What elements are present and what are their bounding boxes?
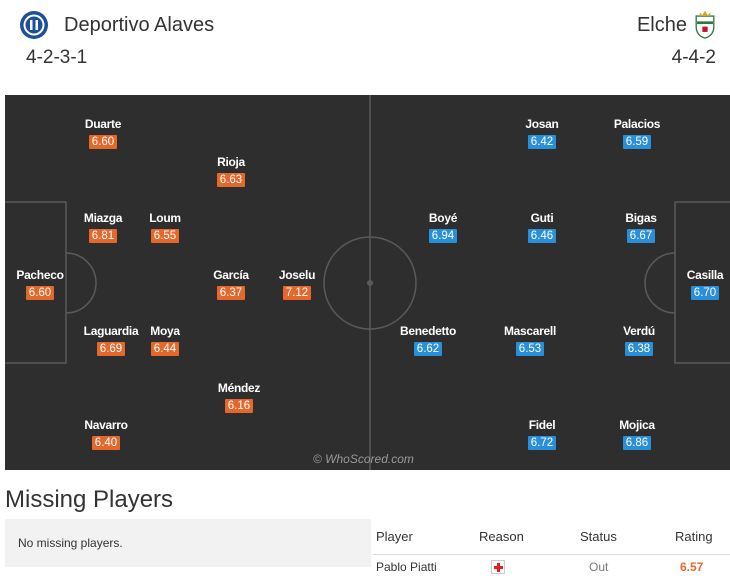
home-player-navarro[interactable]: Navarro 6.40 xyxy=(66,418,146,451)
home-player-joselu[interactable]: Joselu 7.12 xyxy=(257,268,337,301)
home-formation: 4-2-3-1 xyxy=(26,47,88,68)
alaves-crest-icon[interactable] xyxy=(19,10,49,40)
no-missing-text: No missing players. xyxy=(18,536,123,550)
injury-cross-icon xyxy=(491,560,505,574)
away-player-mojica[interactable]: Mojica 6.86 xyxy=(597,418,677,451)
player-rating: 6.59 xyxy=(623,135,651,149)
home-player-rioja[interactable]: Rioja 6.63 xyxy=(191,155,271,188)
away-player-boye[interactable]: Boyé 6.94 xyxy=(403,211,483,244)
player-rating: 6.42 xyxy=(528,135,556,149)
home-player-loum[interactable]: Loum 6.55 xyxy=(125,211,205,244)
home-player-duarte[interactable]: Duarte 6.60 xyxy=(63,117,143,150)
player-name: Laguardia xyxy=(83,324,139,338)
missing-player-rating: 6.57 xyxy=(680,560,704,574)
col-header-status: Status xyxy=(580,529,617,544)
home-team-name[interactable]: Deportivo Alaves xyxy=(64,14,215,36)
away-player-bigas[interactable]: Bigas 6.67 xyxy=(601,211,681,244)
away-formation: 4-4-2 xyxy=(671,47,716,68)
player-name: Miazga xyxy=(83,211,123,225)
player-name: García xyxy=(213,268,249,282)
col-header-rating: Rating xyxy=(675,529,713,544)
match-header: Deportivo Alaves 4-2-3-1 Elche 4-4-2 xyxy=(0,0,730,95)
player-rating: 6.81 xyxy=(89,229,117,243)
away-team-name[interactable]: Elche xyxy=(636,14,687,36)
player-rating: 6.60 xyxy=(26,286,54,300)
player-name: Pacheco xyxy=(16,268,64,282)
player-rating: 6.38 xyxy=(625,342,653,356)
player-rating: 6.69 xyxy=(97,342,125,356)
player-rating: 6.70 xyxy=(691,286,719,300)
home-missing-panel: No missing players. xyxy=(5,519,371,567)
home-player-laguardia[interactable]: Laguardia 6.69 xyxy=(71,324,151,357)
away-player-casilla[interactable]: Casilla 6.70 xyxy=(665,268,730,301)
home-player-mendez[interactable]: Méndez 6.16 xyxy=(199,381,279,414)
player-name: Mojica xyxy=(619,418,655,432)
missing-player-status: Out xyxy=(589,560,609,574)
player-name: Moya xyxy=(150,324,180,338)
away-player-mascarell[interactable]: Mascarell 6.53 xyxy=(490,324,570,357)
player-rating: 6.55 xyxy=(151,229,179,243)
away-player-josan[interactable]: Josan 6.42 xyxy=(502,117,582,150)
player-name: Fidel xyxy=(528,418,556,432)
col-header-reason: Reason xyxy=(479,529,524,544)
player-name: Verdú xyxy=(623,324,655,338)
player-rating: 6.37 xyxy=(217,286,245,300)
player-name: Loum xyxy=(149,211,181,225)
player-rating: 6.62 xyxy=(414,342,442,356)
player-rating: 6.53 xyxy=(516,342,544,356)
player-rating: 6.63 xyxy=(217,173,245,187)
player-name: Rioja xyxy=(217,155,245,169)
missing-player-name[interactable]: Pablo Piatti xyxy=(376,560,437,574)
player-rating: 6.16 xyxy=(225,399,253,413)
away-player-palacios[interactable]: Palacios 6.59 xyxy=(597,117,677,150)
player-name: Guti xyxy=(530,211,554,225)
player-name: Duarte xyxy=(84,117,122,131)
elche-crest-icon[interactable] xyxy=(690,9,720,39)
away-player-benedetto[interactable]: Benedetto 6.62 xyxy=(388,324,468,357)
home-player-moya[interactable]: Moya 6.44 xyxy=(125,324,205,357)
player-rating: 6.44 xyxy=(151,342,179,356)
home-player-miazga[interactable]: Miazga 6.81 xyxy=(63,211,143,244)
player-rating: 6.94 xyxy=(429,229,457,243)
table-divider xyxy=(373,554,730,555)
player-name: Bigas xyxy=(625,211,657,225)
player-name: Palacios xyxy=(613,117,661,131)
player-name: Boyé xyxy=(428,211,458,225)
player-name: Méndez xyxy=(217,381,261,395)
player-rating: 6.86 xyxy=(623,436,651,450)
player-name: Navarro xyxy=(84,418,128,432)
home-player-garcia[interactable]: García 6.37 xyxy=(191,268,271,301)
pitch: Duarte 6.60 Rioja 6.63 Miazga 6.81 Loum … xyxy=(5,95,730,470)
away-player-guti[interactable]: Guti 6.46 xyxy=(502,211,582,244)
missing-players-title: Missing Players xyxy=(5,486,174,513)
player-name: Joselu xyxy=(278,268,316,282)
watermark: © WhoScored.com xyxy=(313,452,414,466)
away-player-fidel[interactable]: Fidel 6.72 xyxy=(502,418,582,451)
col-header-player: Player xyxy=(376,529,413,544)
away-player-verdu[interactable]: Verdú 6.38 xyxy=(599,324,679,357)
player-name: Josan xyxy=(525,117,559,131)
player-rating: 6.67 xyxy=(627,229,655,243)
player-name: Benedetto xyxy=(400,324,456,338)
player-name: Mascarell xyxy=(503,324,556,338)
player-rating: 6.40 xyxy=(92,436,120,450)
pitch-markings xyxy=(5,95,730,470)
player-name: Casilla xyxy=(686,268,724,282)
player-rating: 7.12 xyxy=(283,286,311,300)
player-rating: 6.46 xyxy=(528,229,556,243)
player-rating: 6.72 xyxy=(528,436,556,450)
player-rating: 6.60 xyxy=(89,135,117,149)
home-player-pacheco[interactable]: Pacheco 6.60 xyxy=(5,268,80,301)
